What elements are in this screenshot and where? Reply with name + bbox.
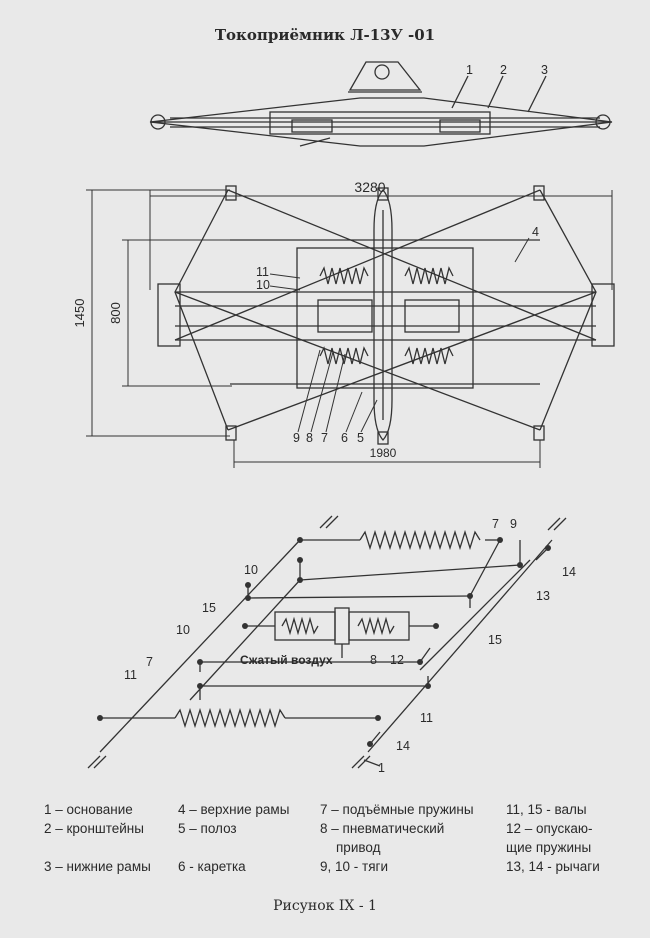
label-12-scheme: 12 (390, 653, 404, 667)
hinge-points (97, 537, 551, 747)
compressed-air-label: Сжатый воздух (240, 653, 333, 667)
lifting-spring-lower-right (404, 346, 454, 365)
label-11-scheme-left: 11 (124, 668, 137, 682)
label-11-scheme-right: 11 (420, 711, 433, 725)
kinematic-scheme (87, 515, 567, 769)
pneumatic-drive (274, 611, 336, 641)
legend-item: 9, 10 - тяги (320, 859, 388, 874)
dim-width-inner: 800 (108, 302, 123, 324)
support-mark (319, 515, 339, 529)
label-10-scheme-mid: 10 (176, 623, 190, 637)
label-8-scheme: 8 (370, 653, 377, 667)
label-7-scheme-top: 7 (492, 517, 499, 531)
label-13-scheme: 13 (536, 589, 550, 603)
label-15-scheme-right: 15 (488, 633, 502, 647)
legend-item: 6 - каретка (178, 859, 246, 874)
legend-item: 3 – нижние рамы (44, 859, 151, 874)
legend-item: 2 – кронштейны (44, 821, 144, 836)
label-9-plan: 9 (293, 431, 300, 445)
legend-item: 8 – пневматический (320, 821, 445, 836)
shaft-15 (189, 579, 301, 701)
figure-caption: Рисунок IX - 1 (273, 898, 377, 914)
page-title: Токоприёмник Л-13У -01 (214, 26, 436, 44)
label-1-scheme: 1 (378, 761, 385, 775)
label-14-scheme-top: 14 (562, 565, 576, 579)
lifting-spring-top (359, 529, 481, 551)
plan-view (157, 185, 615, 445)
legend-item: щие пружины (506, 840, 592, 855)
dimension-lines (86, 189, 613, 468)
dim-width-total: 1450 (72, 299, 87, 328)
legend-item: 7 – подъёмные пружины (320, 802, 474, 817)
label-4-plan: 4 (532, 225, 539, 239)
label-9-scheme: 9 (510, 517, 517, 531)
legend-item: 11, 15 - валы (506, 802, 587, 817)
label-15-scheme-left: 15 (202, 601, 216, 615)
label-10-plan: 10 (256, 278, 270, 292)
label-11-plan: 11 (256, 265, 269, 279)
legend-item: 12 – опускаю- (506, 821, 593, 836)
legend-item: привод (336, 840, 381, 855)
base-frame (296, 247, 474, 389)
legend-item: 1 – основание (44, 802, 133, 817)
label-2-side: 2 (500, 63, 507, 77)
current-collector-shoe (373, 189, 393, 441)
label-10-scheme-top: 10 (244, 563, 258, 577)
dim-length: 3280 (354, 179, 385, 195)
lifting-spring-bottom (174, 707, 286, 729)
shaft-11-right (367, 539, 553, 753)
legend-item: 5 – полоз (178, 821, 237, 836)
lifting-spring-lower-left (319, 346, 369, 365)
label-7-plan: 7 (321, 431, 328, 445)
dim-base-length: 1980 (370, 446, 397, 460)
label-7-scheme-bottom: 7 (146, 655, 153, 669)
label-5-plan: 5 (357, 431, 364, 445)
label-8-plan: 8 (306, 431, 313, 445)
label-6-plan: 6 (341, 431, 348, 445)
label-14-scheme-bottom: 14 (396, 739, 410, 753)
label-3-side: 3 (541, 63, 548, 77)
part-labels: 1 2 3 4 11 10 9 8 7 6 5 7 9 10 14 13 15 … (124, 63, 576, 775)
legend-item: 4 – верхние рамы (178, 802, 290, 817)
lifting-spring-upper-left (319, 266, 369, 285)
side-view-head (348, 61, 422, 91)
lifting-spring-upper-right (404, 266, 454, 285)
side-view (149, 61, 613, 147)
shaft-11-left (99, 539, 301, 753)
label-1-side: 1 (466, 63, 473, 77)
upper-frame-left (174, 189, 229, 431)
legend-item: 13, 14 - рычаги (506, 859, 600, 874)
